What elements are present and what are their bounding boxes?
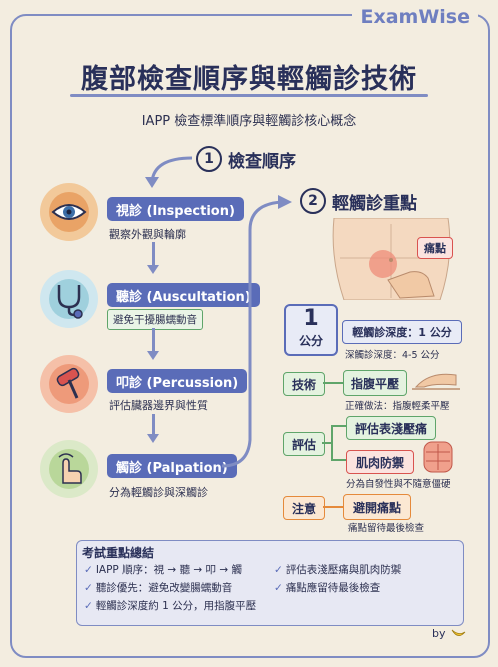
caution-label: 注意: [283, 496, 325, 520]
depth-unit: 公分: [298, 334, 323, 348]
eye-icon: [40, 183, 98, 241]
section1-title: 檢查順序: [228, 151, 296, 172]
abdominal-muscle-icon: [423, 441, 453, 473]
flow-line-3: [152, 414, 155, 436]
guarding-types-note: 分為自發性與不隨意僵硬: [346, 479, 451, 490]
step-percussion-label: 叩診 (Percussion): [107, 369, 248, 393]
technique-connector: [323, 382, 343, 384]
flow-arrow-1: [147, 265, 159, 274]
step-palpation-label: 觸診 (Palpation): [107, 454, 237, 478]
assessment-branch: [322, 425, 346, 461]
summary-item: ✓輕觸診深度約 1 公分，用指腹平壓: [84, 599, 257, 613]
check-icon: ✓: [84, 563, 93, 576]
step-percussion-desc: 評估臟器邊界與性質: [109, 399, 208, 412]
finger-pad-press-tag: 指腹平壓: [343, 370, 407, 396]
assessment-label: 評估: [283, 432, 325, 456]
section1-heading: 1 檢查順序: [196, 146, 296, 172]
summary-item: ✓評估表淺壓痛與肌肉防禦: [274, 563, 402, 577]
light-palpation-depth-tag: 輕觸診深度：1 公分: [342, 320, 462, 344]
depth-value: 1: [303, 306, 319, 331]
step-auscultation-desc: 避免干擾腸蠕動音: [107, 309, 203, 330]
section2-title: 輕觸診重點: [332, 193, 417, 214]
step-auscultation-label: 聽診 (Auscultation): [107, 283, 260, 307]
reflex-hammer-icon: [40, 355, 98, 413]
pain-point-tag: 痛點: [417, 237, 453, 259]
connector-to-section2: [221, 195, 292, 468]
flow-line-2: [152, 328, 155, 353]
stethoscope-icon: [40, 270, 98, 328]
section2-number: 2: [300, 188, 326, 214]
summary-title: 考試重點總結: [82, 546, 155, 560]
abdomen-illustration: [332, 218, 451, 300]
brand-logo: ExamWise: [352, 6, 478, 28]
summary-item: ✓聽診優先：避免改變腸蠕動音: [84, 581, 233, 595]
poster-frame: [10, 14, 490, 658]
section2-heading: 2 輕觸診重點: [300, 188, 417, 214]
flow-line-1: [152, 242, 155, 267]
banana-icon: [451, 629, 465, 636]
exam-summary-box: [76, 540, 464, 626]
summary-item: ✓IAPP 順序：視 → 聽 → 叩 → 觸: [84, 563, 243, 577]
technique-note: 正確做法：指腹輕柔平壓: [345, 401, 450, 412]
page-subtitle: IAPP 檢查標準順序與輕觸診核心概念: [141, 114, 357, 129]
technique-label: 技術: [283, 372, 325, 396]
step-inspection-label: 視診 (Inspection): [107, 197, 244, 221]
superficial-tenderness-tag: 評估表淺壓痛: [346, 416, 436, 440]
check-icon: ✓: [274, 563, 283, 576]
flow-arrow-3: [147, 434, 159, 443]
step-inspection-desc: 觀察外觀與輪廓: [109, 228, 186, 241]
check-icon: ✓: [84, 581, 93, 594]
caution-connector: [323, 506, 343, 508]
depth-badge: 1 公分: [284, 304, 338, 356]
section1-number: 1: [196, 146, 222, 172]
step-palpation-desc: 分為輕觸診與深觸診: [109, 486, 208, 499]
curve-arrow-section1: [145, 156, 193, 188]
title-underline: [70, 94, 428, 97]
deep-palpation-depth-note: 深觸診深度：4-5 公分: [345, 350, 440, 361]
hand-touch-icon: [40, 440, 98, 498]
summary-item: ✓痛點應留待最後檢查: [274, 581, 381, 595]
muscle-guarding-tag: 肌肉防禦: [346, 450, 414, 474]
byline: by: [432, 626, 466, 640]
avoid-pain-point-tag: 避開痛點: [343, 494, 411, 520]
page-title: 腹部檢查順序與輕觸診技術: [81, 64, 417, 95]
check-icon: ✓: [274, 581, 283, 594]
caution-note: 痛點留待最後檢查: [348, 523, 425, 534]
flow-arrow-2: [147, 351, 159, 360]
check-icon: ✓: [84, 599, 93, 612]
finger-press-icon: [412, 373, 460, 390]
